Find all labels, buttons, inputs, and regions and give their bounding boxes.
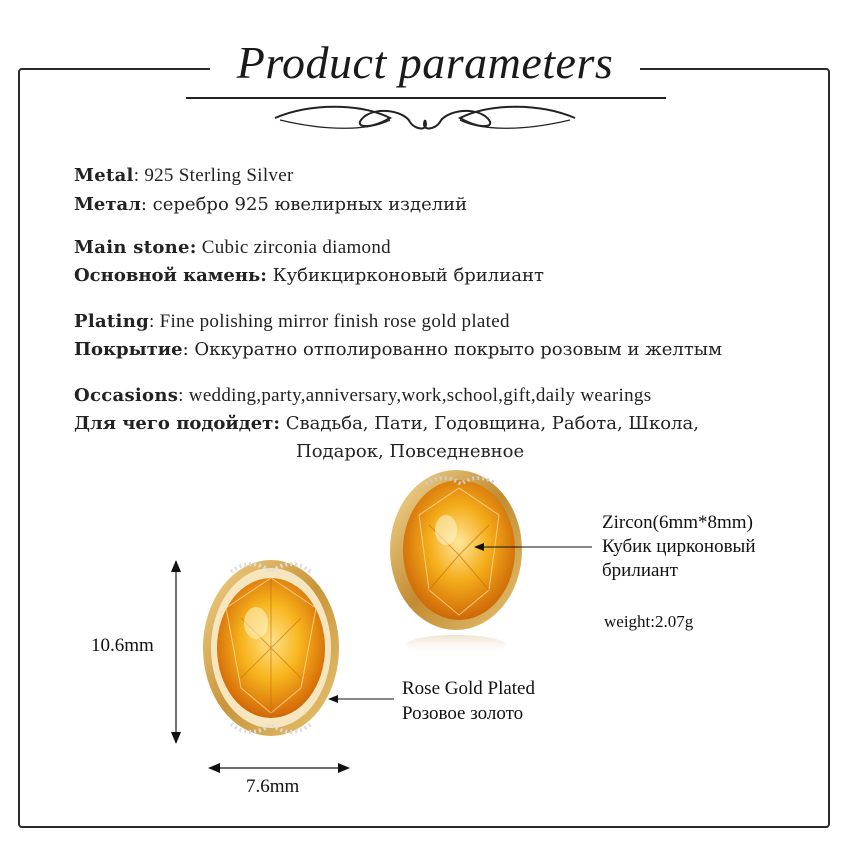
spec-stone-ru-value: Кубикцирконовый брилиант (266, 265, 544, 286)
spec-plating-ru-value: : Оккуратно отполированно покрыто розовы… (182, 339, 723, 360)
spec-metal-ru-value: : серебро 925 ювелирных изделий (140, 194, 468, 215)
plating-leader-arrow (328, 695, 338, 703)
page-title: Product parameters (236, 37, 614, 88)
spec-metal-en: Metal: 925 Sterling Silver (74, 163, 294, 188)
spec-stone-en: Main stone: Cubic zirconia diamond (74, 235, 391, 260)
weight-label: weight:2.07g (604, 612, 694, 631)
spec-plating-en: Plating: Fine polishing mirror finish ro… (74, 309, 510, 334)
width-arrow-left (208, 763, 220, 773)
width-label: 7.6mm (246, 776, 300, 797)
title-rule (186, 97, 666, 99)
spec-metal-en-label: Metal (74, 165, 134, 186)
spec-plating-ru: Покрытие: Оккуратно отполированно покрыт… (74, 337, 722, 362)
width-arrow-right (338, 763, 350, 773)
zircon-leader-arrow (474, 543, 484, 551)
spec-plating-en-label: Plating (74, 311, 149, 332)
plating-label-en: Rose Gold Plated (402, 678, 535, 699)
spec-stone-ru-label: Основной камень: (74, 265, 267, 286)
height-label: 10.6mm (91, 635, 154, 656)
spec-occasions-en: Occasions: wedding,party,anniversary,wor… (74, 383, 651, 408)
spec-stone-ru: Основной камень: Кубикцирконовый брилиан… (74, 263, 544, 288)
spec-metal-ru: Метал: серебро 925 ювелирных изделий (74, 192, 467, 217)
spec-occasions-ru-line2: Подарок, Повседневное (296, 439, 524, 464)
height-arrow-top (171, 560, 181, 572)
spec-stone-en-label: Main stone: (74, 237, 197, 258)
plating-label-ru: Розовое золото (402, 703, 524, 724)
earring-side-image (390, 470, 522, 655)
spec-occasions-ru: Для чего подойдет: Свадьба, Пати, Годовщ… (74, 411, 699, 436)
earring-front-image (203, 560, 339, 736)
flourish-ornament (274, 105, 576, 130)
spec-metal-ru-label: Метал (74, 194, 141, 215)
spec-occasions-en-label: Occasions (74, 385, 179, 406)
zircon-label-ru-1: Кубик цирконовый (602, 536, 756, 557)
spec-stone-en-value: Cubic zirconia diamond (196, 237, 391, 258)
spec-occasions-ru-value: Свадьба, Пати, Годовщина, Работа, Школа, (279, 413, 699, 434)
height-arrow-bottom (171, 732, 181, 744)
spec-plating-ru-label: Покрытие (74, 339, 183, 360)
zircon-label-ru-2: брилиант (602, 560, 678, 581)
spec-occasions-ru-value-2: Подарок, Повседневное (296, 441, 525, 462)
spec-occasions-en-value: : wedding,party,anniversary,work,school,… (178, 385, 652, 406)
spec-plating-en-value: : Fine polishing mirror finish rose gold… (148, 311, 510, 332)
zircon-label-en: Zircon(6mm*8mm) (602, 512, 753, 533)
spec-occasions-ru-label: Для чего подойдет: (74, 413, 280, 434)
spec-metal-en-value: : 925 Sterling Silver (133, 165, 294, 186)
title-backdrop (210, 40, 640, 100)
